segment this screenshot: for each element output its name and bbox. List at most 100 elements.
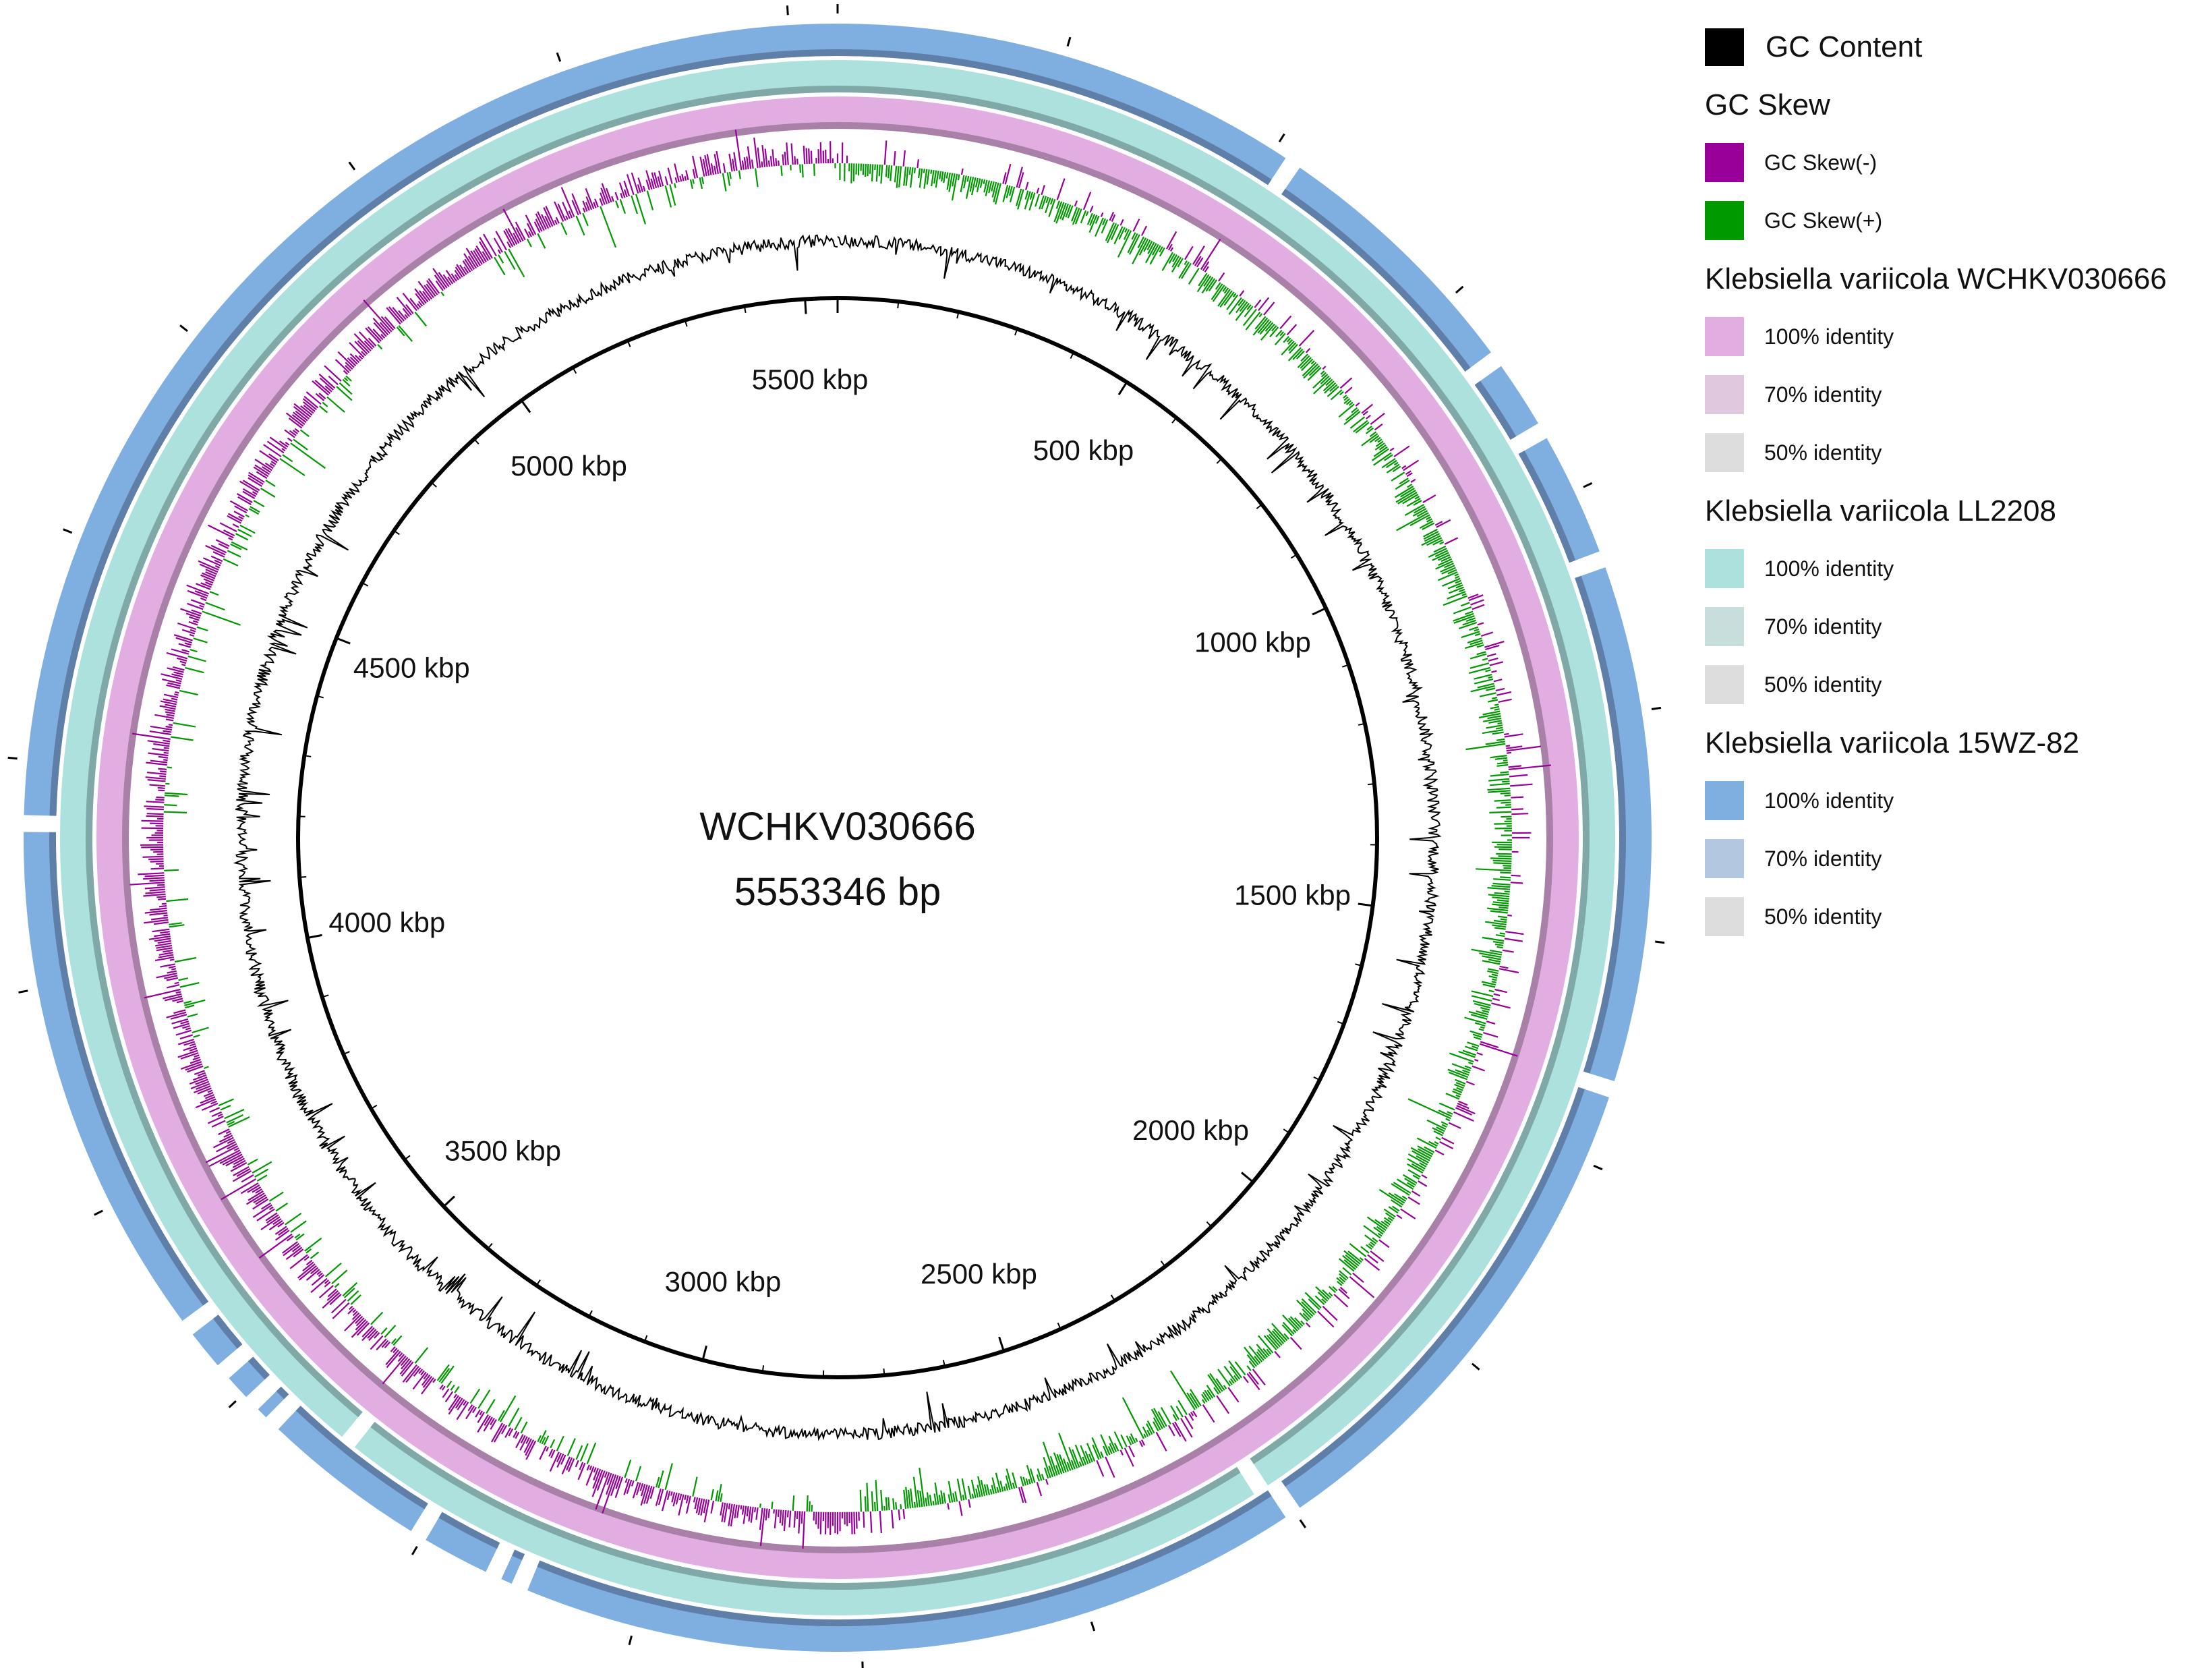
- legend-label-gc-content: GC Content: [1766, 30, 1923, 63]
- legend-swatch-gc-content: [1705, 28, 1744, 66]
- backbone-tick: [1256, 504, 1262, 509]
- legend: GC Content GC Skew GC Skew(-) GC Skew(+)…: [1705, 27, 2204, 955]
- backbone-tick: [643, 1335, 648, 1342]
- tick-label: 1000 kbp: [1194, 627, 1311, 658]
- legend-title-ring-3: Klebsiella variicola 15WZ-82: [1705, 726, 2080, 759]
- backbone-tick: [535, 1279, 541, 1286]
- legend-swatch-ring-3-50: [1705, 897, 1744, 936]
- backbone-tick: [956, 312, 960, 319]
- ring-3-15wz82-segment: [258, 1386, 289, 1418]
- legend-ring-2-50: 50% identity: [1705, 665, 2204, 704]
- backbone-tick: [473, 438, 479, 444]
- outer-tick: [1583, 482, 1593, 488]
- legend-swatch-ring-2-100: [1705, 549, 1744, 588]
- ring-3-15wz82-segment-edge: [1281, 1087, 1585, 1487]
- backbone-tick: [1171, 417, 1177, 424]
- outer-tick: [1299, 1519, 1306, 1528]
- ring-3-15wz82-segment: [229, 1356, 270, 1398]
- legend-label-ring-2-70: 70% identity: [1764, 614, 1882, 639]
- tick-label: 500 kbp: [1033, 434, 1134, 466]
- gc-content-line: [233, 234, 1442, 1441]
- outer-tick: [1455, 285, 1464, 294]
- backbone-tick: [701, 1345, 707, 1360]
- ring-3-15wz82-segment: [278, 1406, 428, 1532]
- backbone-tick: [1358, 722, 1366, 726]
- backbone-tick: [684, 320, 688, 327]
- ring-3-15wz82-segment-edge: [49, 49, 1272, 816]
- ring-3-15wz82-segment: [1281, 167, 1491, 372]
- outer-tick: [63, 528, 73, 534]
- ring-3-15wz82-segment-edge: [1518, 451, 1576, 563]
- outer-tick: [1593, 1164, 1603, 1171]
- ring-3-15wz82-segment-edge: [438, 1512, 500, 1549]
- genome-name: WCHKV030666: [699, 805, 975, 849]
- ring-3-15wz82-segment: [23, 832, 209, 1321]
- backbone-tick: [572, 367, 577, 374]
- ring-3-15wz82-segment-edge: [248, 1356, 270, 1380]
- backbone-tick: [1117, 381, 1128, 396]
- legend-swatch-ring-3-100: [1705, 781, 1744, 820]
- identity-rings: [23, 24, 1652, 1652]
- legend-swatch-ring-2-70: [1705, 607, 1744, 646]
- backbone-tick: [1014, 328, 1018, 336]
- legend-label-ring-3-70: 70% identity: [1764, 846, 1882, 871]
- ring-3-15wz82-segment: [527, 1490, 1286, 1652]
- backbone-tick: [1313, 1076, 1320, 1081]
- backbone-tick: [942, 1360, 945, 1367]
- ring-3-15wz82-segment-edge: [276, 1386, 289, 1400]
- backbone-tick: [521, 399, 531, 413]
- legend-label-gc-skew-negative: GC Skew(-): [1764, 150, 1878, 175]
- outer-tick: [179, 324, 188, 333]
- backbone-tick: [431, 482, 437, 488]
- backbone-tick: [1241, 1172, 1254, 1183]
- backbone-tick: [1337, 1020, 1345, 1025]
- genome-ticks: [7, 4, 1665, 1668]
- backbone-tick: [370, 1104, 378, 1110]
- outer-tick: [628, 1635, 633, 1646]
- backbone-tick: [1358, 902, 1373, 907]
- backbone-tick: [1057, 1322, 1061, 1329]
- backbone-tick: [336, 637, 351, 645]
- legend-swatch-ring-1-100: [1705, 317, 1744, 356]
- ring-3-15wz82-segment-edge: [512, 1549, 525, 1561]
- outer-tick: [348, 161, 356, 171]
- backbone-tick: [393, 529, 400, 536]
- outer-tick: [18, 989, 28, 994]
- tick-label: 1500 kbp: [1234, 880, 1351, 911]
- backbone-tick: [442, 1195, 456, 1207]
- backbone-tick: [998, 1336, 1005, 1352]
- backbone-tick: [487, 1242, 493, 1249]
- outer-tick: [556, 52, 562, 62]
- ring-1-wchkv030666: [96, 96, 1579, 1579]
- outer-tick: [786, 5, 789, 16]
- legend-label-ring-1-100: 100% identity: [1764, 324, 1894, 349]
- backbone-tick: [299, 876, 307, 878]
- ring-3-15wz82-segment-edge: [1575, 575, 1626, 1074]
- genome-length: 5553346 bp: [734, 870, 941, 914]
- backbone-tick: [361, 582, 369, 587]
- tick-label: 4000 kbp: [328, 907, 445, 938]
- ring-3-15wz82-segment-edge: [1474, 380, 1517, 440]
- ring-3-15wz82-segment: [1281, 1087, 1609, 1508]
- legend-ring-3-70: 70% identity: [1705, 839, 2204, 878]
- backbone-tick: [1160, 1261, 1166, 1267]
- outer-tick: [411, 1546, 418, 1555]
- backbone-tick: [1355, 963, 1362, 967]
- backbone-tick: [1312, 607, 1327, 616]
- backbone-tick: [404, 1155, 411, 1161]
- ring-3-15wz82-segment: [501, 1549, 525, 1584]
- outer-tick: [1655, 940, 1665, 944]
- tick-label: 3500 kbp: [444, 1135, 561, 1167]
- ring-3-15wz82-segment: [192, 1315, 243, 1366]
- tick-label: 5500 kbp: [752, 364, 869, 395]
- backbone-tick: [743, 306, 747, 314]
- backbone-tick: [883, 1368, 885, 1376]
- ring-2-ll2208-segment: [354, 1421, 1254, 1615]
- legend-swatch-gc-skew-negative: [1705, 143, 1744, 182]
- legend-ring-2-70: 70% identity: [1705, 607, 2204, 646]
- backbone-tick: [1342, 664, 1349, 668]
- legend-ring-3-50: 50% identity: [1705, 897, 2204, 936]
- legend-label-ring-3-50: 50% identity: [1764, 904, 1882, 929]
- legend-swatch-ring-2-50: [1705, 665, 1744, 704]
